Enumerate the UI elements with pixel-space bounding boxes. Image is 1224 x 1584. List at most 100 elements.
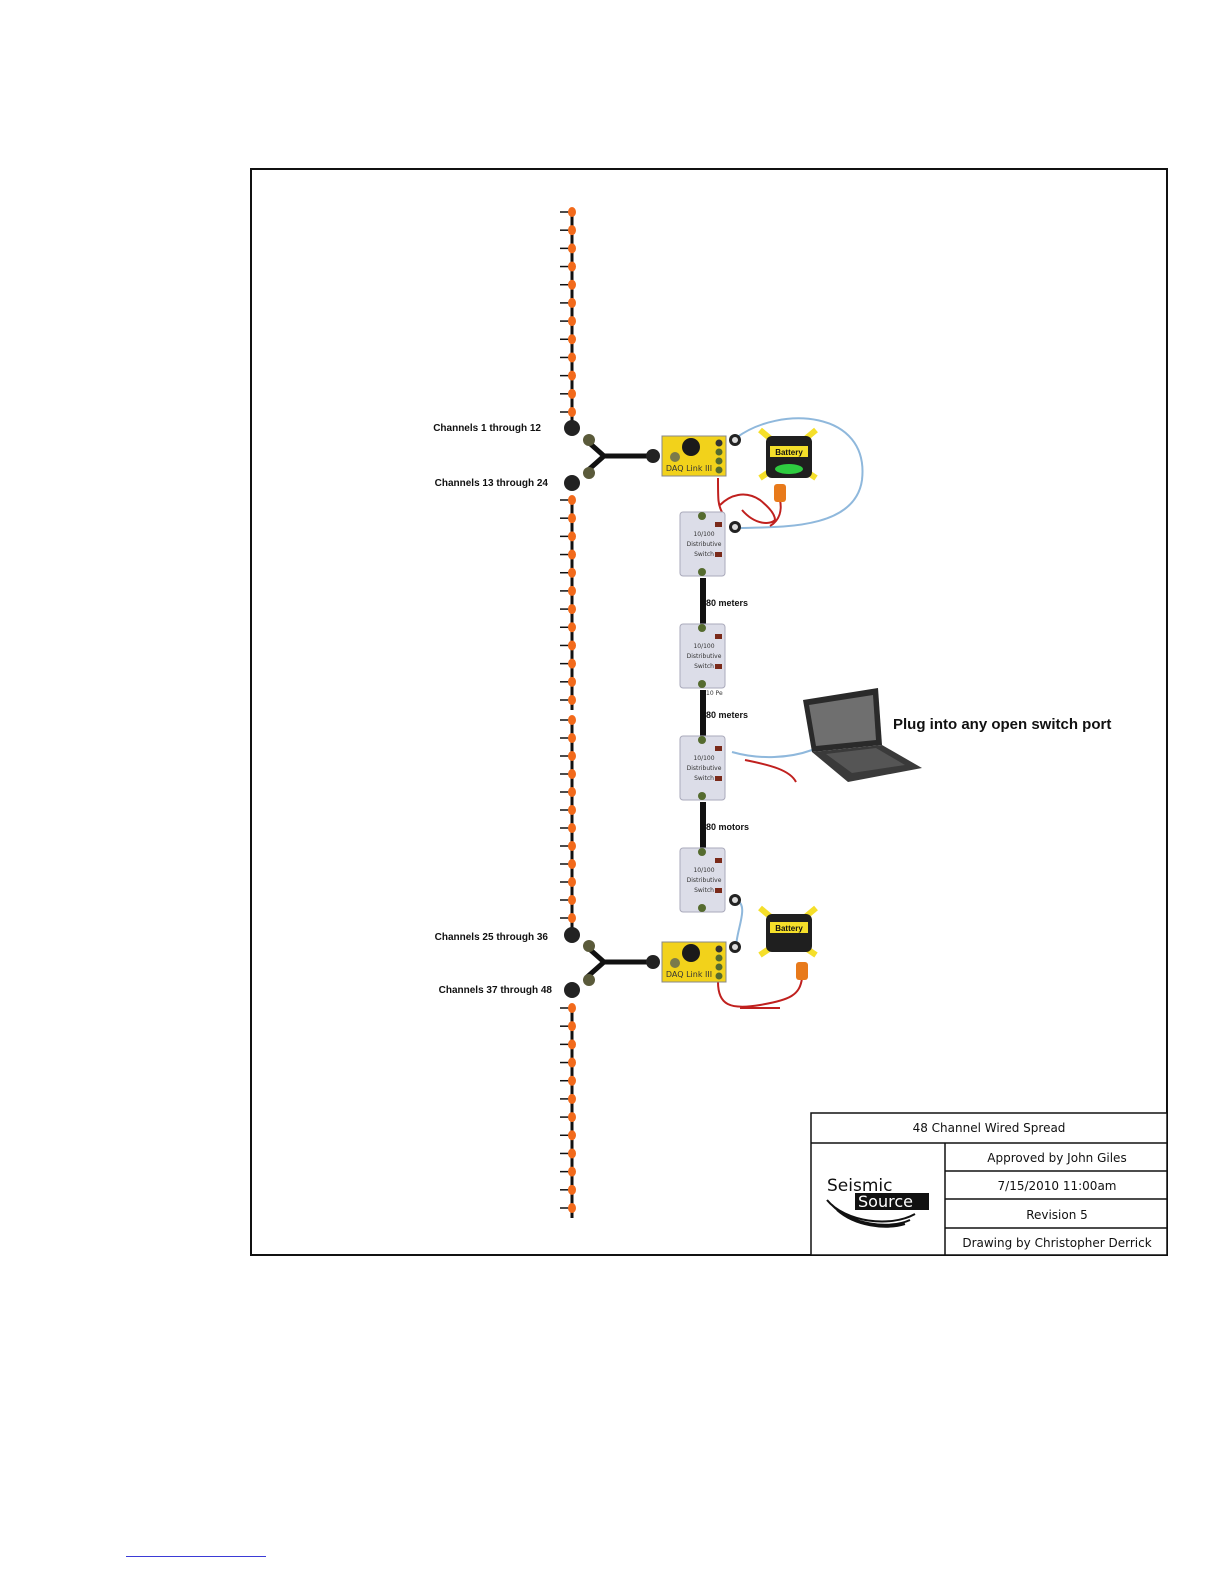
switch-label-line: Switch xyxy=(694,775,714,782)
switch-label-line: 10/100 xyxy=(693,867,714,874)
geophone xyxy=(560,1093,576,1104)
geophone xyxy=(560,261,576,272)
y-connector-lower xyxy=(564,927,660,998)
geophone xyxy=(560,531,576,542)
geophone xyxy=(560,751,576,761)
switch-label-line: 10/100 xyxy=(693,643,714,650)
geophone xyxy=(560,859,576,869)
geophone xyxy=(560,1003,576,1013)
geophone xyxy=(560,513,576,524)
drawing-date: 7/15/2010 11:00am xyxy=(998,1179,1117,1193)
channel-label-13-24: Channels 13 through 24 xyxy=(435,478,549,489)
switch-label-line: 10/100 xyxy=(693,531,714,538)
geophone xyxy=(560,1184,576,1195)
battery-lower: Battery xyxy=(758,905,818,980)
seismic-source-logo: Seismic Source xyxy=(826,1176,929,1228)
geophone xyxy=(560,805,576,815)
power-cable-lower xyxy=(717,977,803,1009)
geophone xyxy=(560,715,576,725)
switch-label-line: Switch xyxy=(694,551,714,558)
geophone xyxy=(560,388,576,399)
geophone xyxy=(560,733,576,743)
geophone xyxy=(560,676,576,687)
switch-label-line: Distributive xyxy=(687,877,722,884)
geophone xyxy=(560,279,576,290)
geophone xyxy=(560,495,576,505)
switch-label-line: Distributive xyxy=(687,653,722,660)
geophone xyxy=(560,622,576,633)
geophone xyxy=(560,895,576,905)
cable-length-label-3: 80 motors xyxy=(706,822,749,832)
daq-label-lower: DAQ Link III xyxy=(666,970,712,979)
connector-cluster xyxy=(729,434,741,953)
geophone xyxy=(560,1166,576,1177)
geophone xyxy=(560,370,576,381)
drawing-border xyxy=(250,168,1168,1256)
geophone xyxy=(560,585,576,596)
geophone xyxy=(560,1021,576,1032)
switch-label-line: Switch xyxy=(694,887,714,894)
geophone xyxy=(560,316,576,327)
switch-label-line: Switch xyxy=(694,663,714,670)
geophone xyxy=(560,658,576,669)
geophone xyxy=(560,549,576,560)
port-tag: 10 Pe xyxy=(706,690,723,697)
ethernet-cable-daq-to-switch xyxy=(735,417,864,529)
cable-length-label-2: 80 meters xyxy=(706,710,748,720)
geophone xyxy=(560,1130,576,1141)
geophone-spread xyxy=(560,207,576,1218)
geophone xyxy=(560,1203,576,1213)
y-connector-upper xyxy=(564,420,660,491)
ethernet-cable-switch-to-daq2 xyxy=(735,899,744,949)
daq-unit-lower: DAQ Link III xyxy=(661,941,727,983)
geophone xyxy=(560,913,576,923)
daq-unit-upper: DAQ Link III xyxy=(661,435,727,477)
geophone xyxy=(560,841,576,851)
geophone xyxy=(560,640,576,651)
laptop xyxy=(803,688,922,782)
geophone xyxy=(560,1112,576,1123)
title-block: 48 Channel Wired Spread Approved by John… xyxy=(810,1112,1168,1256)
switch-label-line: Distributive xyxy=(687,541,722,548)
ethernet-cable-switch-to-laptop xyxy=(731,749,813,759)
geophone xyxy=(560,407,576,417)
geophone xyxy=(560,604,576,615)
battery-upper: Battery xyxy=(758,427,818,502)
cable-length-label-1: 80 meters xyxy=(706,598,748,608)
geophone xyxy=(560,1039,576,1050)
battery-label-lower: Battery xyxy=(775,924,803,933)
power-cable-laptop xyxy=(744,759,797,783)
geophone xyxy=(560,787,576,797)
logo-word-bottom: Source xyxy=(858,1192,913,1211)
geophone xyxy=(560,207,576,217)
approved-by: Approved by John Giles xyxy=(987,1151,1126,1165)
drawing-title: 48 Channel Wired Spread xyxy=(913,1121,1066,1135)
drawn-by: Drawing by Christopher Derrick xyxy=(962,1236,1151,1250)
revision: Revision 5 xyxy=(1026,1208,1088,1222)
geophone xyxy=(560,1075,576,1086)
channel-label-1-12: Channels 1 through 12 xyxy=(433,423,541,434)
geophone xyxy=(560,225,576,236)
battery-label-upper: Battery xyxy=(775,448,803,457)
geophone xyxy=(560,297,576,308)
channel-label-37-48: Channels 37 through 48 xyxy=(439,985,553,996)
laptop-note: Plug into any open switch port xyxy=(893,716,1111,733)
geophone xyxy=(560,877,576,887)
switch-label-line: 10/100 xyxy=(693,755,714,762)
geophone xyxy=(560,1148,576,1159)
geophone xyxy=(560,334,576,345)
geophone xyxy=(560,823,576,833)
geophone xyxy=(560,1057,576,1068)
power-cable-upper xyxy=(717,477,782,527)
switch-group: 10/100DistributiveSwitch10/100Distributi… xyxy=(679,511,726,913)
switch-label-line: Distributive xyxy=(687,765,722,772)
daq-label-upper: DAQ Link III xyxy=(666,464,712,473)
geophone xyxy=(560,769,576,779)
geophone xyxy=(560,352,576,363)
logo-word-top: Seismic xyxy=(827,1176,892,1196)
